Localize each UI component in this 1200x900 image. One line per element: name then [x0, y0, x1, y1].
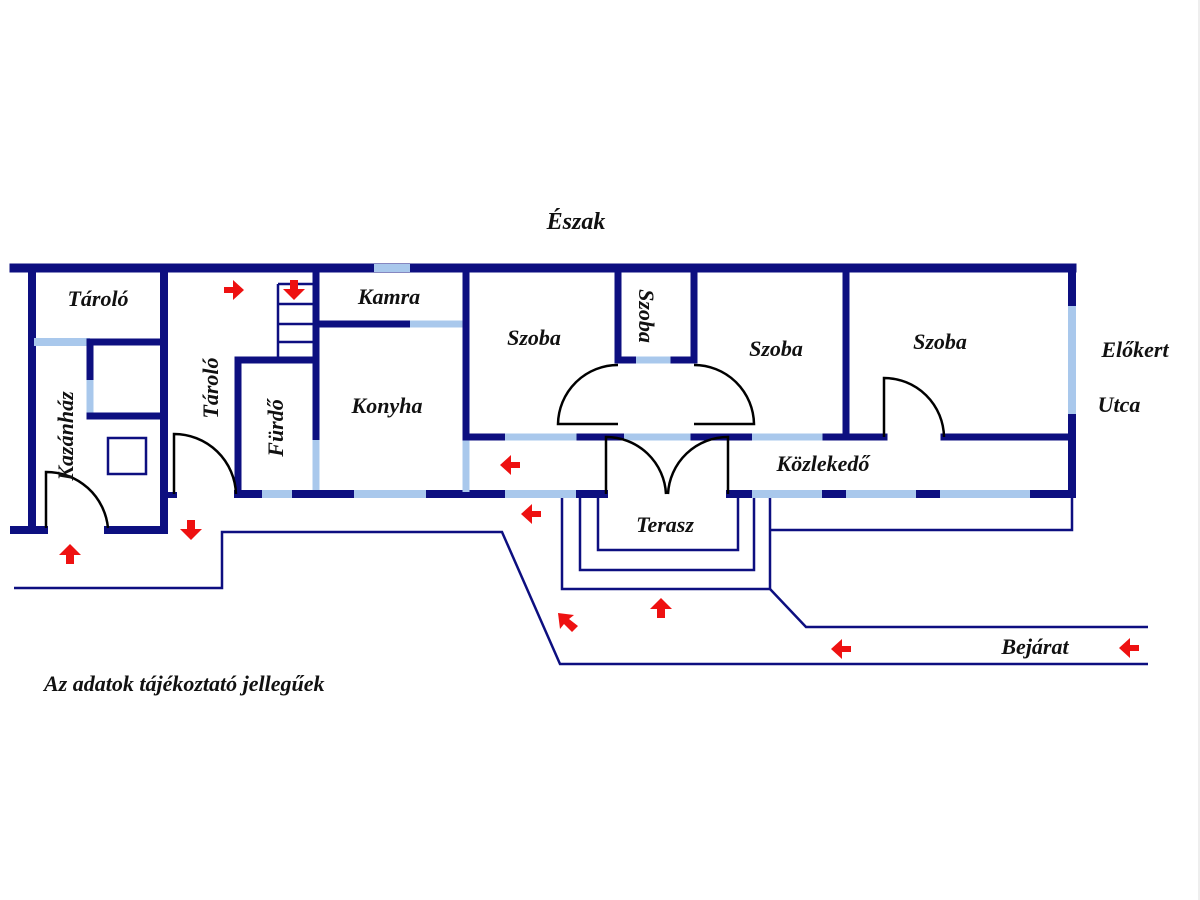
door-taroló	[172, 432, 238, 495]
door-terasz-right	[666, 435, 730, 495]
arrow-right-icon	[224, 280, 244, 300]
arrow-left-icon	[500, 455, 520, 475]
arrow-left-icon	[831, 639, 851, 659]
disclaimer-text: Az adatok tájékoztató jellegűek	[42, 671, 325, 696]
room-label-szoba-3: Szoba	[749, 336, 803, 361]
garden-border	[770, 498, 1074, 532]
entrance-path-bottom	[14, 530, 1148, 666]
door-szoba-4	[882, 376, 946, 438]
terrace-step	[578, 498, 756, 572]
room-label-taroló-2: Tároló	[198, 357, 223, 418]
walls	[9, 263, 1077, 534]
room-label-szoba-1: Szoba	[507, 325, 561, 350]
door-szoba-right	[693, 363, 756, 426]
arrow-left-icon	[1119, 638, 1139, 658]
room-label-furdo: Fürdő	[263, 397, 288, 457]
arrow-up-icon	[59, 544, 81, 564]
room-label-terasz: Terasz	[636, 512, 694, 537]
label-bejarat: Bejárat	[1000, 634, 1069, 659]
room-label-szoba-4: Szoba	[913, 329, 967, 354]
terrace-step	[560, 498, 772, 591]
chimney	[106, 436, 148, 476]
arrow-down-icon	[283, 280, 305, 300]
room-label-konyha: Konyha	[351, 393, 423, 418]
arrow-left-icon	[521, 504, 541, 524]
outdoor-lines	[14, 498, 1148, 666]
arrow-up-icon	[650, 598, 672, 618]
north-label: Észak	[546, 209, 606, 235]
terrace-step	[596, 498, 740, 552]
arrow-up-left-icon	[558, 613, 578, 632]
entrance-path-top	[769, 588, 1148, 629]
arrows	[59, 280, 1139, 659]
labels: Észak Tároló Kazánház Tároló Fürdő Kamra…	[42, 209, 1169, 696]
label-elokert: Előkert	[1100, 337, 1169, 362]
room-label-kamra: Kamra	[357, 284, 420, 309]
room-label-taroló: Tároló	[67, 286, 128, 311]
door-szoba-left	[556, 363, 619, 426]
page-edge	[1198, 0, 1200, 900]
room-label-szoba-2: Szoba	[634, 289, 659, 343]
room-label-kazanhaz: Kazánház	[53, 391, 78, 482]
label-utca: Utca	[1098, 392, 1141, 417]
arrow-down-icon	[180, 520, 202, 540]
door-kazanhaz	[44, 470, 110, 529]
door-terasz-left	[604, 435, 668, 495]
doors	[44, 363, 946, 529]
room-label-kozlekedo: Közlekedő	[776, 451, 872, 476]
